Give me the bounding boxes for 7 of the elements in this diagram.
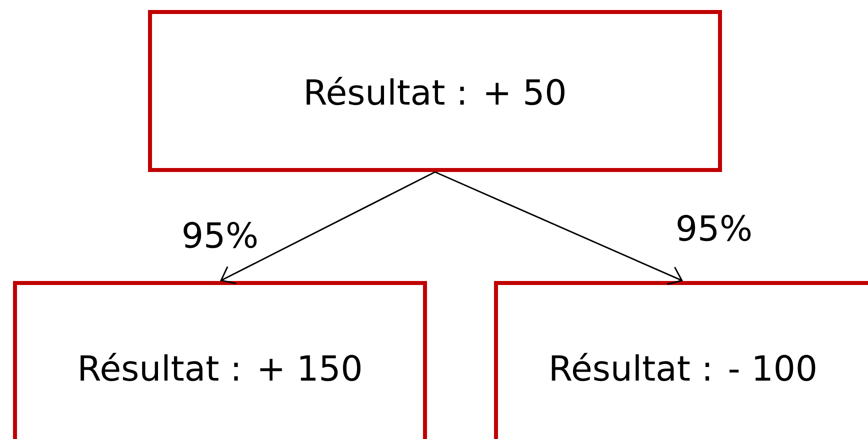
- edge-label: 95%: [674, 214, 754, 242]
- arrow: [220, 171, 436, 284]
- result-box: Résultat : - 100: [494, 281, 868, 439]
- result-box: Résultat : + 50: [148, 10, 722, 172]
- edge-label: 95%: [180, 220, 260, 250]
- result-box: Résultat : + 150: [13, 281, 427, 439]
- arrow: [434, 171, 683, 285]
